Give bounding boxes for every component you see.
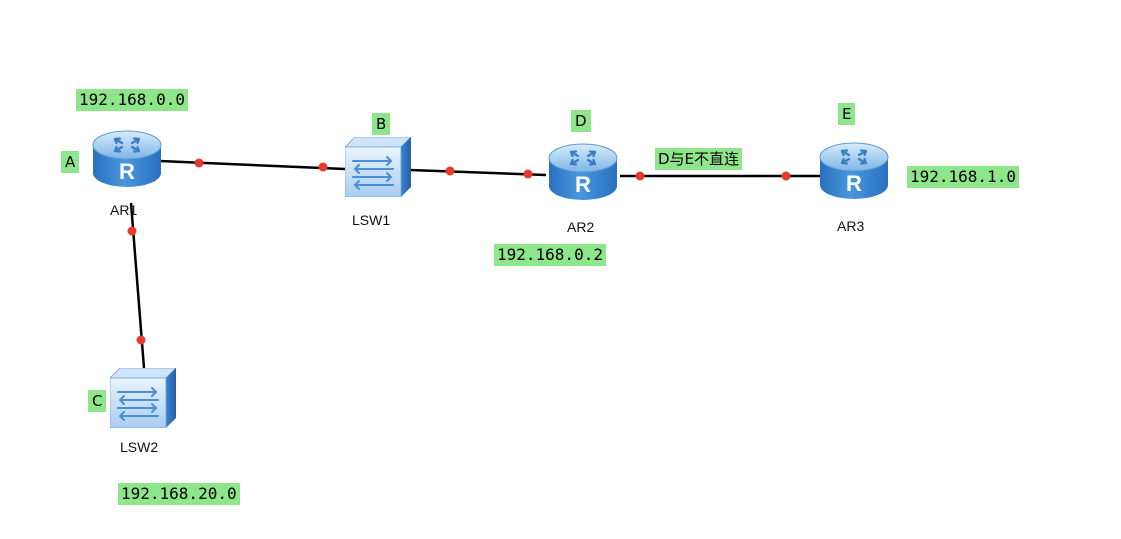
port-dot bbox=[136, 335, 146, 345]
port-dot bbox=[445, 166, 455, 176]
device-label-lsw2: LSW2 bbox=[120, 439, 159, 455]
link-note-d-e: D与E不直连 bbox=[655, 148, 743, 170]
device-tag-b: B bbox=[372, 113, 391, 135]
switch-icon[interactable] bbox=[345, 137, 411, 197]
router-icon[interactable] bbox=[818, 141, 890, 201]
link-ar1-lsw1[interactable] bbox=[159, 159, 346, 171]
port-dot bbox=[194, 158, 204, 168]
network-tag-ar3: 192.168.1.0 bbox=[907, 166, 1019, 188]
device-label-ar2: AR2 bbox=[567, 219, 595, 235]
network-tag-lsw2: 192.168.20.0 bbox=[118, 483, 240, 505]
network-tag-ar2: 192.168.0.2 bbox=[494, 244, 606, 266]
port-dot bbox=[523, 169, 533, 179]
device-tag-e: E bbox=[838, 103, 856, 125]
link-lsw1-ar2[interactable] bbox=[409, 168, 547, 177]
device-tag-d: D bbox=[571, 110, 591, 132]
port-dot bbox=[781, 171, 791, 181]
network-tag-ar1: 192.168.0.0 bbox=[76, 89, 188, 111]
port-dot bbox=[318, 162, 328, 172]
port-dots bbox=[127, 158, 791, 345]
device-tag-a: A bbox=[61, 151, 80, 173]
device-label-ar3: AR3 bbox=[837, 218, 865, 234]
port-dot bbox=[127, 226, 137, 236]
switch-icon[interactable] bbox=[110, 368, 176, 428]
device-label-ar1: AR1 bbox=[110, 202, 138, 218]
device-label-lsw1: LSW1 bbox=[352, 212, 391, 228]
device-tag-c: C bbox=[88, 390, 107, 412]
router-icon[interactable] bbox=[547, 142, 619, 202]
router-icon[interactable] bbox=[91, 129, 163, 189]
port-dot bbox=[635, 171, 645, 181]
